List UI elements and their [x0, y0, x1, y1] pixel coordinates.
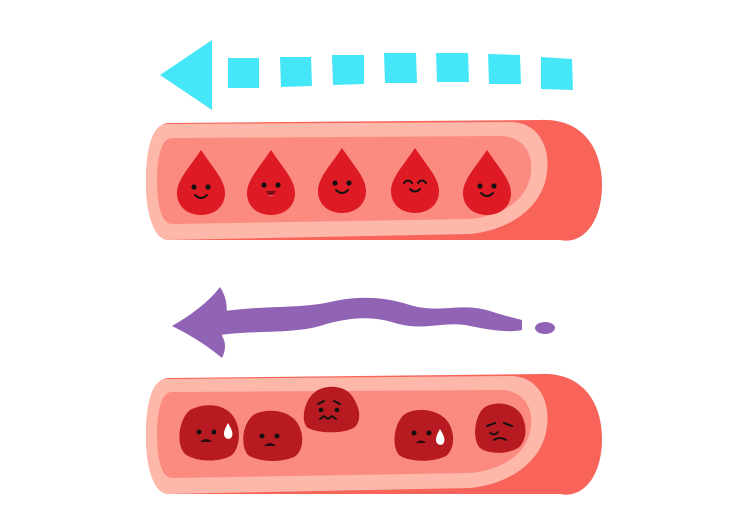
- healthy-flow-arrow: [160, 40, 573, 110]
- arrow-head: [172, 287, 227, 358]
- sad-blood-cell: [394, 409, 454, 461]
- healthy-blood-vessel: [146, 119, 602, 241]
- worried-blood-cell: [303, 386, 360, 433]
- happy-blood-cell: [318, 148, 366, 213]
- happy-blood-cell: [177, 150, 225, 215]
- healthy-red-blood-cells: [177, 148, 511, 215]
- happy-blood-cell: [463, 150, 511, 215]
- sluggish-flow-arrow: [172, 287, 555, 358]
- arrow-body: [218, 297, 522, 335]
- sad-blood-cell: [179, 405, 239, 461]
- sluggish-blood-vessel: [146, 373, 602, 495]
- tired-blood-cell: [475, 403, 526, 453]
- happy-blood-cell: [247, 150, 295, 215]
- sluggish-red-blood-cells: [179, 386, 526, 461]
- sad-blood-cell: [243, 410, 303, 461]
- happy-blood-cell: [391, 148, 439, 213]
- arrow-dashes: [228, 53, 573, 90]
- arrow-tail-dot: [535, 322, 555, 334]
- arrow-head: [160, 40, 212, 110]
